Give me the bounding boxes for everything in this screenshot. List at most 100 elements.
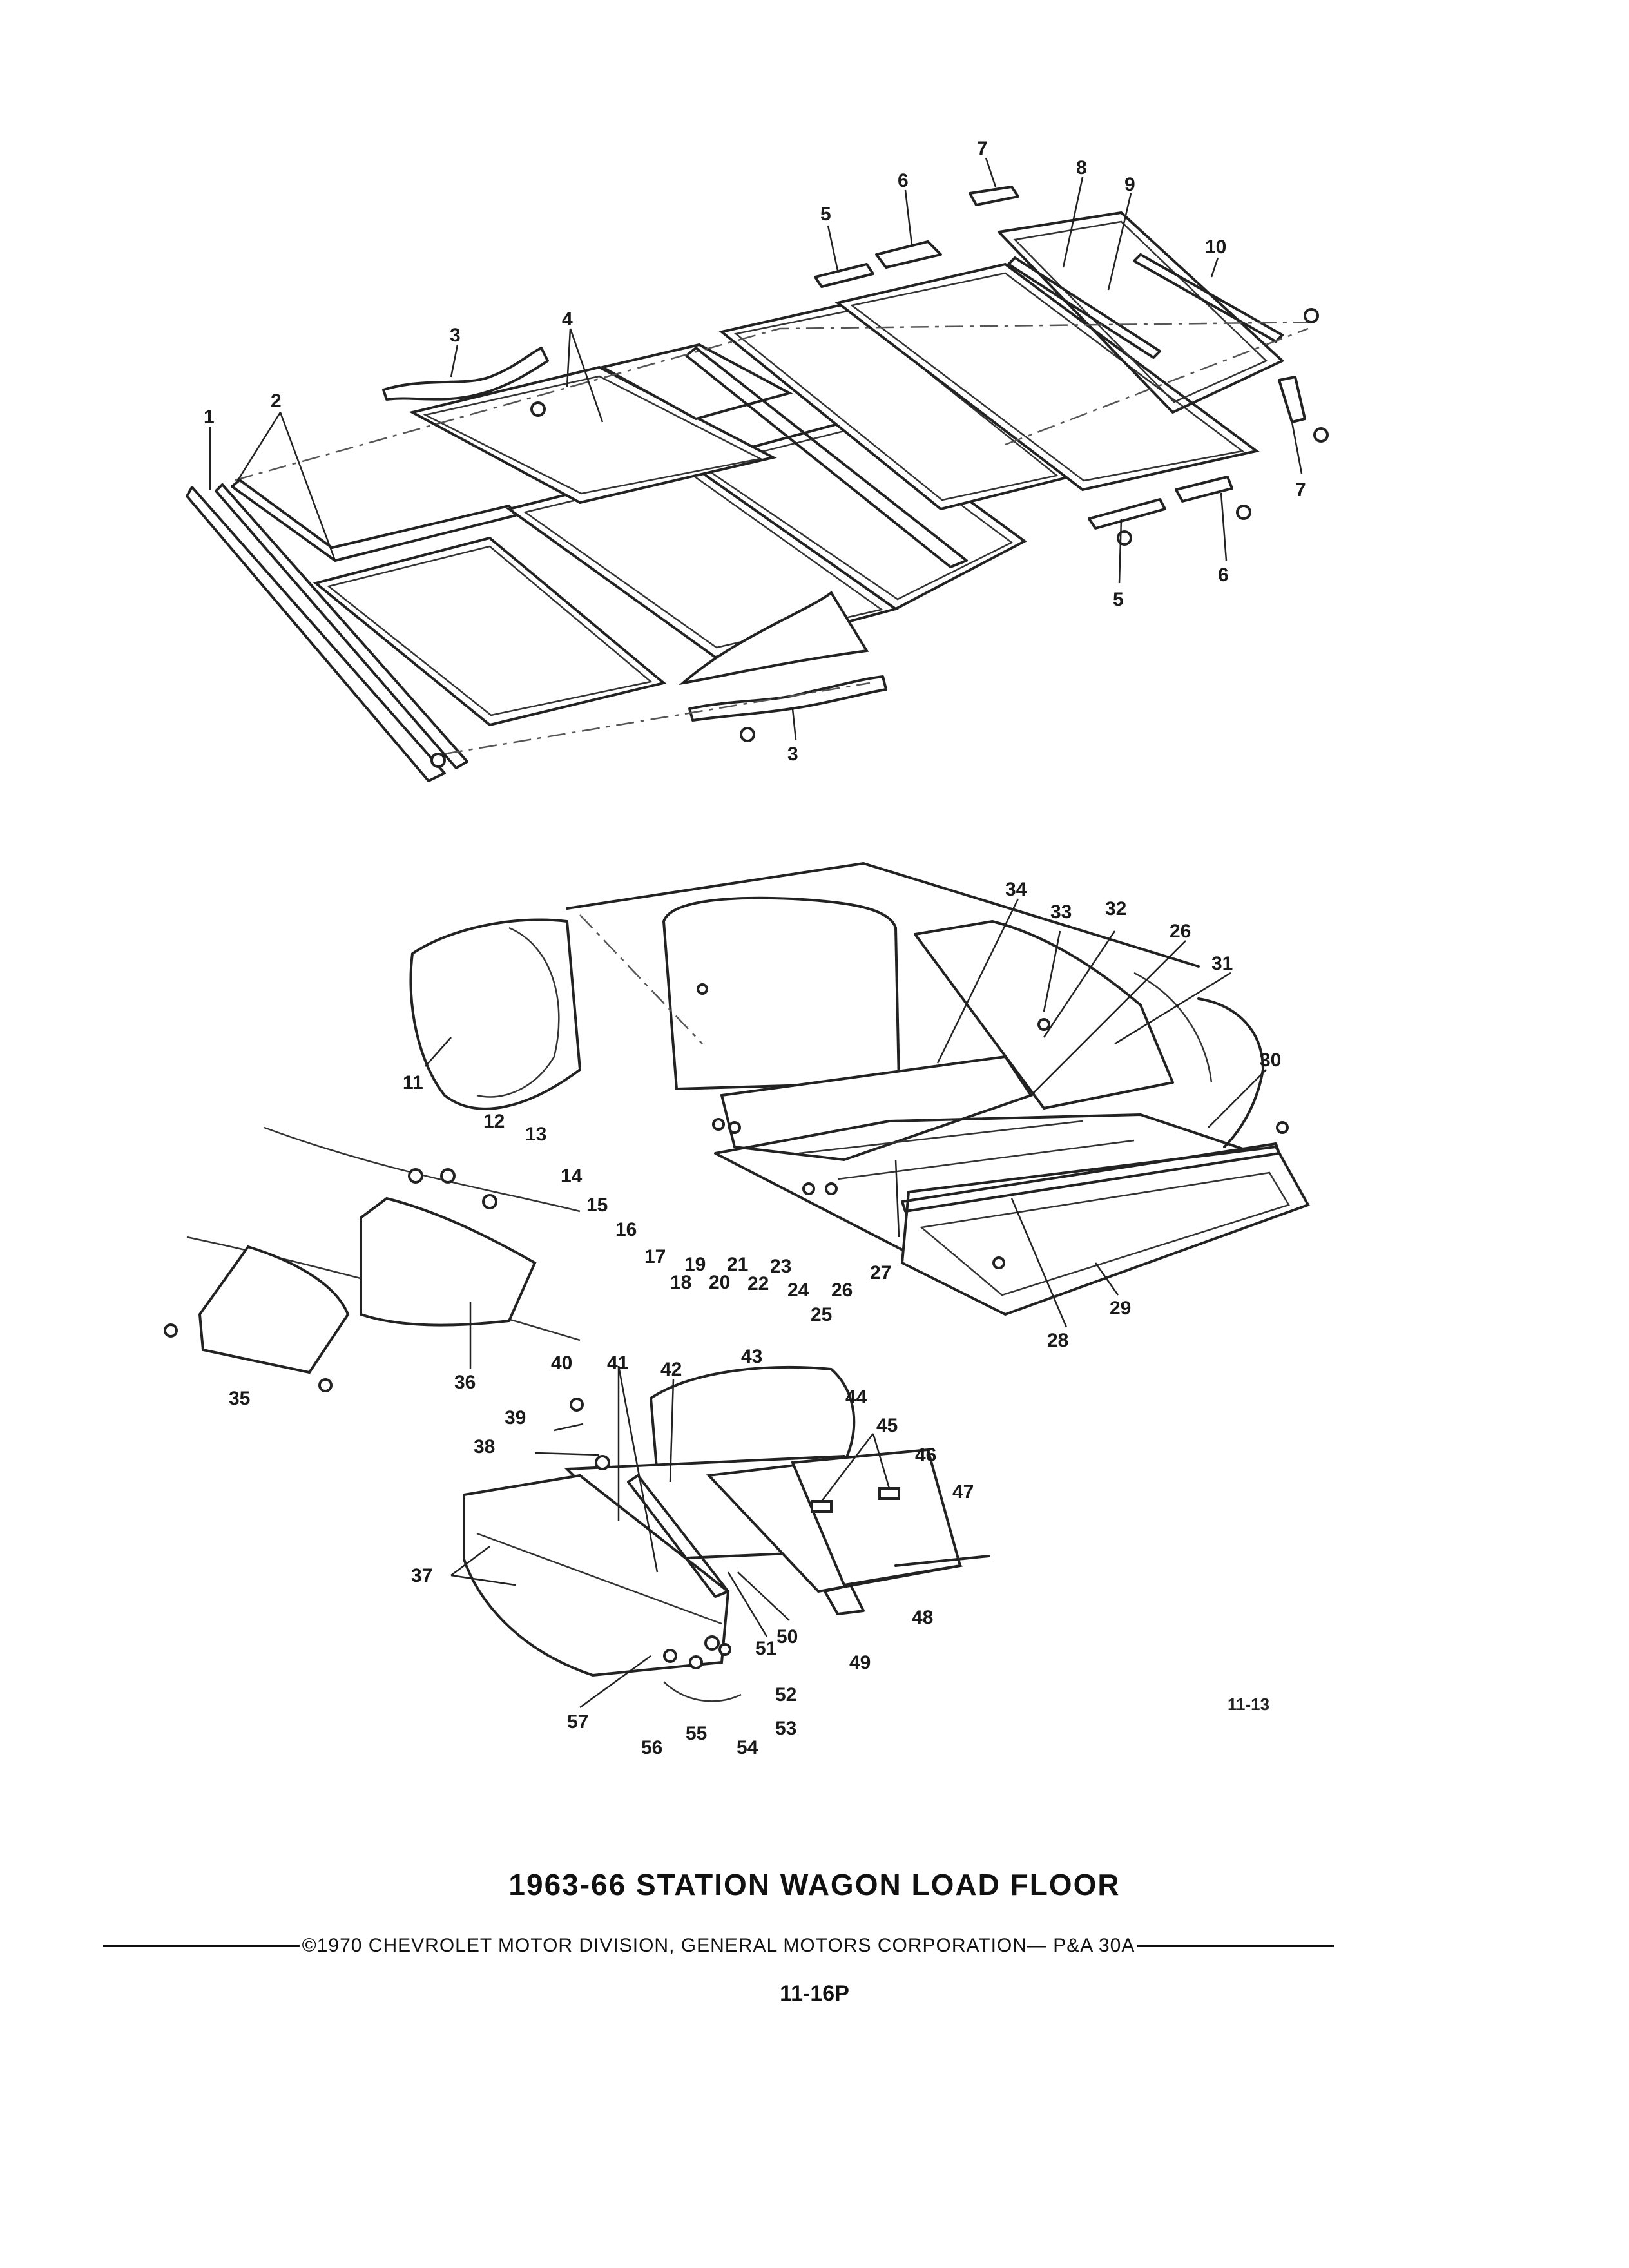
callout-7: 7 [1295,479,1306,501]
callout-48: 48 [912,1607,933,1628]
callout-24: 24 [787,1280,809,1301]
load-floor-outline [714,1113,1258,1258]
knob-icon [704,1635,720,1651]
assembly-line-b [444,682,871,755]
support-mechanism [663,1681,742,1702]
callout-25: 25 [811,1304,832,1325]
callout-1: 1 [204,407,215,428]
rear-rail-strip-9 [1007,256,1161,359]
callout-16: 16 [615,1219,637,1240]
callout-40: 40 [551,1352,572,1374]
hinge-bracket-7-upper [969,186,1019,206]
knob-icon [570,1398,584,1412]
callout-15: 15 [586,1195,608,1216]
callout-5: 5 [820,204,831,225]
callout-22: 22 [747,1273,769,1294]
body-side-outline-right [914,920,1174,1110]
callout-55: 55 [686,1723,707,1744]
callout-21: 21 [727,1254,748,1275]
callout-45: 45 [876,1415,898,1436]
floor-pan-contour [264,1126,581,1213]
assembly-line-a [235,321,1315,481]
hinge-bracket-6-upper [875,240,942,269]
callout-6: 6 [1218,564,1229,586]
floor-rib-1 [798,1120,1083,1155]
callout-12: 12 [483,1111,505,1132]
assembly-line-c [1005,327,1309,446]
callout-50: 50 [776,1626,798,1648]
callout-39: 39 [505,1407,526,1428]
hinge-bracket-5-upper [814,263,874,288]
tailgate-panel [834,262,1260,492]
rule-left [103,1945,300,1947]
screw-icon [1236,505,1251,520]
callout-54: 54 [737,1737,758,1758]
callout-28: 28 [1047,1330,1068,1351]
callout-53: 53 [775,1718,796,1739]
screw-icon [430,753,446,768]
callout-10: 10 [1205,236,1226,258]
callout-44: 44 [845,1387,867,1408]
callout-5: 5 [1113,589,1124,610]
callout-49: 49 [849,1652,871,1673]
page-title: 1963-66 STATION WAGON LOAD FLOOR [508,1868,1121,1901]
bolt-icon [164,1323,178,1338]
illustration-plate-number: 11-13 [1228,1695,1270,1714]
hinge-strip-42 [627,1474,729,1598]
left-floor-panel [313,536,667,727]
wheelhouse-bracket-upper [382,347,549,401]
roof-rail-line [566,862,1200,968]
callout-34: 34 [1005,879,1027,900]
callout-18: 18 [670,1272,691,1293]
callout-3: 3 [787,744,798,765]
callout-26: 26 [1170,921,1191,942]
bolt-icon [440,1168,456,1184]
callout-11: 11 [403,1072,423,1093]
lower-seat-floor-view [463,1366,990,1702]
bolt-icon [482,1194,497,1209]
rule-right [1137,1945,1334,1947]
callout-42: 42 [660,1359,682,1380]
center-rear-panel-inner [700,427,1014,601]
callout-23: 23 [770,1256,791,1277]
front-upper-panel-inner [423,375,763,495]
assembly-line-d [579,914,703,1044]
callout-13: 13 [525,1124,546,1145]
rear-seat-cushion [720,1055,1034,1162]
tailgate-sill-28 [901,1142,1280,1213]
copyright-line: ©1970 CHEVROLET MOTOR DIVISION, GENERAL … [103,1930,1334,1962]
screw-icon [530,401,546,417]
callout-14: 14 [561,1166,583,1187]
callout-41: 41 [607,1352,628,1374]
rear-frame-inner [1013,220,1268,403]
floor-pan-bracket-view [164,1126,581,1392]
center-hinge-strip [685,347,968,568]
callout-56: 56 [641,1737,662,1758]
callout-6: 6 [898,170,909,191]
lock-49 [824,1584,865,1615]
left-wheelhouse-trim [476,927,560,1098]
callout-19: 19 [684,1254,706,1275]
callout-52: 52 [775,1684,796,1706]
callout-3: 3 [450,325,461,346]
left-floor-panel-inner [327,545,653,716]
seat-cushion-37 [463,1474,730,1677]
screw-icon [740,727,755,742]
callout-4: 4 [562,309,573,330]
callout-30: 30 [1260,1050,1281,1071]
callout-26: 26 [831,1280,853,1301]
callout-33: 33 [1050,901,1072,923]
knob-icon [689,1655,703,1669]
bolt-icon [1037,1018,1050,1031]
right-wheelhouse-trim [1133,972,1213,1083]
callout-37: 37 [411,1565,432,1586]
callout-2: 2 [271,390,282,412]
callout-38: 38 [474,1436,495,1457]
knob-icon [718,1643,731,1656]
bolt-icon [318,1378,333,1392]
callout-35: 35 [229,1388,250,1409]
bolt-icon [728,1121,741,1134]
callout-31: 31 [1211,953,1233,974]
